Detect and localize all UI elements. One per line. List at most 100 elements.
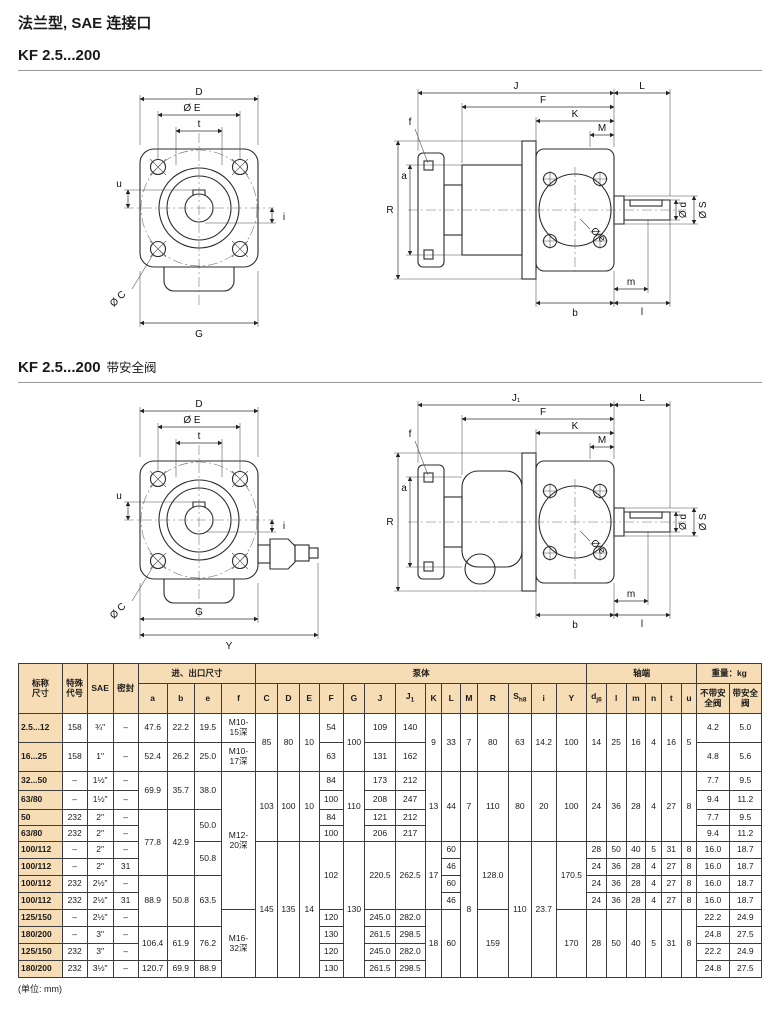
table-cell: 100/112 — [18, 875, 63, 893]
dim-label-OS: Ø S — [698, 513, 709, 531]
table-cell: 282.0 — [394, 943, 426, 961]
table-cell: 110 — [476, 771, 509, 842]
table-cell: 47.6 — [137, 713, 168, 743]
table-cell: 100 — [318, 790, 344, 810]
table-cell: 35.7 — [166, 771, 195, 810]
table-cell: 50 — [605, 841, 627, 859]
table-cell: Sh8 — [507, 683, 532, 714]
table-cell: E — [298, 683, 320, 714]
table-cell: 80 — [277, 713, 300, 772]
dim-label-t: t — [198, 431, 201, 442]
table-cell: 298.5 — [394, 960, 426, 978]
table-cell: 不带安 全阀 — [696, 683, 730, 714]
table-cell: 2" — [86, 858, 114, 876]
dim-label-J1: J₁ — [512, 393, 521, 404]
table-cell: f — [220, 683, 257, 714]
table-cell: 2" — [86, 825, 114, 842]
table-cell: 46 — [441, 892, 462, 910]
side-view-valve-drawing: J₁ F K M L f R a Ø d Ø S Ø e b m l — [386, 393, 709, 631]
table-cell: 28 — [586, 841, 607, 859]
front-view-valve-drawing: D Ø E t u i Ø C G Y — [108, 399, 319, 652]
dim-label-Od: Ø d — [678, 514, 689, 530]
table-cell: M12- 20深 — [220, 771, 257, 910]
table-cell: 42.9 — [166, 809, 195, 876]
table-cell: 27 — [660, 858, 682, 876]
table-cell: 27 — [660, 771, 682, 842]
dim-label-l: l — [641, 619, 643, 630]
table-cell: 11.2 — [728, 825, 763, 842]
table-cell: 14.2 — [530, 713, 557, 772]
table-cell: 7 — [460, 771, 478, 842]
table-cell: 1½" — [86, 790, 114, 810]
table-cell: – — [112, 960, 139, 978]
table-cell: 44 — [441, 771, 462, 842]
section-heading-1: KF 2.5...200 — [18, 47, 762, 71]
table-cell: 22.2 — [696, 943, 730, 961]
side-view-drawing: J F K M L f R a Ø d Ø S Ø e b m l — [386, 81, 709, 319]
table-cell: 212 — [394, 809, 426, 826]
dimension-lines — [395, 90, 697, 306]
table-cell: 18.7 — [728, 875, 763, 893]
extension-lines — [124, 407, 319, 639]
table-cell: 28 — [625, 858, 647, 876]
table-cell: 63 — [507, 713, 532, 772]
table-cell: 33 — [441, 713, 462, 772]
table-cell: 32...50 — [18, 771, 63, 791]
table-cell: 50 — [605, 909, 627, 978]
table-cell: 40 — [625, 841, 647, 859]
table-cell: – — [112, 841, 139, 859]
table-cell: 带安全 阀 — [728, 683, 763, 714]
table-cell: 69.9 — [137, 771, 168, 810]
table-cell: 9.4 — [696, 790, 730, 810]
table-cell: 102 — [318, 841, 344, 910]
table-cell: 5 — [645, 909, 662, 978]
table-cell: 16.0 — [696, 892, 730, 910]
table-cell: 25 — [605, 713, 627, 772]
table-cell: 100 — [555, 771, 588, 842]
table-cell: 130 — [318, 960, 344, 978]
dim-label-D: D — [195, 87, 202, 98]
table-cell: M16- 32深 — [220, 909, 257, 978]
table-cell: 80 — [476, 713, 509, 772]
centerlines — [408, 479, 686, 587]
table-cell: 50.8 — [166, 875, 195, 927]
table-cell: 31 — [112, 858, 139, 876]
table-cell: 88.9 — [137, 875, 168, 927]
table-cell: – — [112, 742, 139, 772]
front-view-drawing: D Ø E t u i Ø C G — [108, 87, 285, 340]
table-cell: 31 — [660, 909, 682, 978]
bolt-hole-crosses — [149, 470, 249, 570]
table-cell: 24.8 — [696, 960, 730, 978]
table-cell: 7.7 — [696, 809, 730, 826]
table-cell: – — [112, 926, 139, 944]
dim-label-b: b — [572, 308, 578, 319]
table-cell: 110 — [342, 771, 366, 842]
dim-label-i: i — [283, 521, 285, 532]
table-cell: 24 — [586, 892, 607, 910]
table-cell: 4.8 — [696, 742, 730, 772]
table-cell: 26.2 — [166, 742, 195, 772]
extension-lines — [394, 401, 698, 619]
table-cell: 170.5 — [555, 841, 588, 910]
table-cell: 特殊 代号 — [61, 663, 88, 714]
table-cell: 18 — [424, 909, 443, 978]
table-cell: 22.2 — [696, 909, 730, 927]
table-cell: 4 — [645, 892, 662, 910]
table-cell: 63/80 — [18, 790, 63, 810]
table-cell: Y — [555, 683, 588, 714]
bolt-hole-crosses — [542, 483, 608, 561]
table-cell: 173 — [364, 771, 396, 791]
table-cell: 54 — [318, 713, 344, 743]
dim-label-OS: Ø S — [698, 201, 709, 219]
table-cell: 3" — [86, 926, 114, 944]
table-cell: 31 — [112, 892, 139, 910]
table-cell: b — [166, 683, 195, 714]
table-cell: 247 — [394, 790, 426, 810]
table-cell: 50.0 — [193, 809, 222, 842]
dim-label-f: f — [409, 117, 412, 128]
table-cell: – — [61, 909, 88, 927]
dim-label-R: R — [386, 517, 393, 528]
